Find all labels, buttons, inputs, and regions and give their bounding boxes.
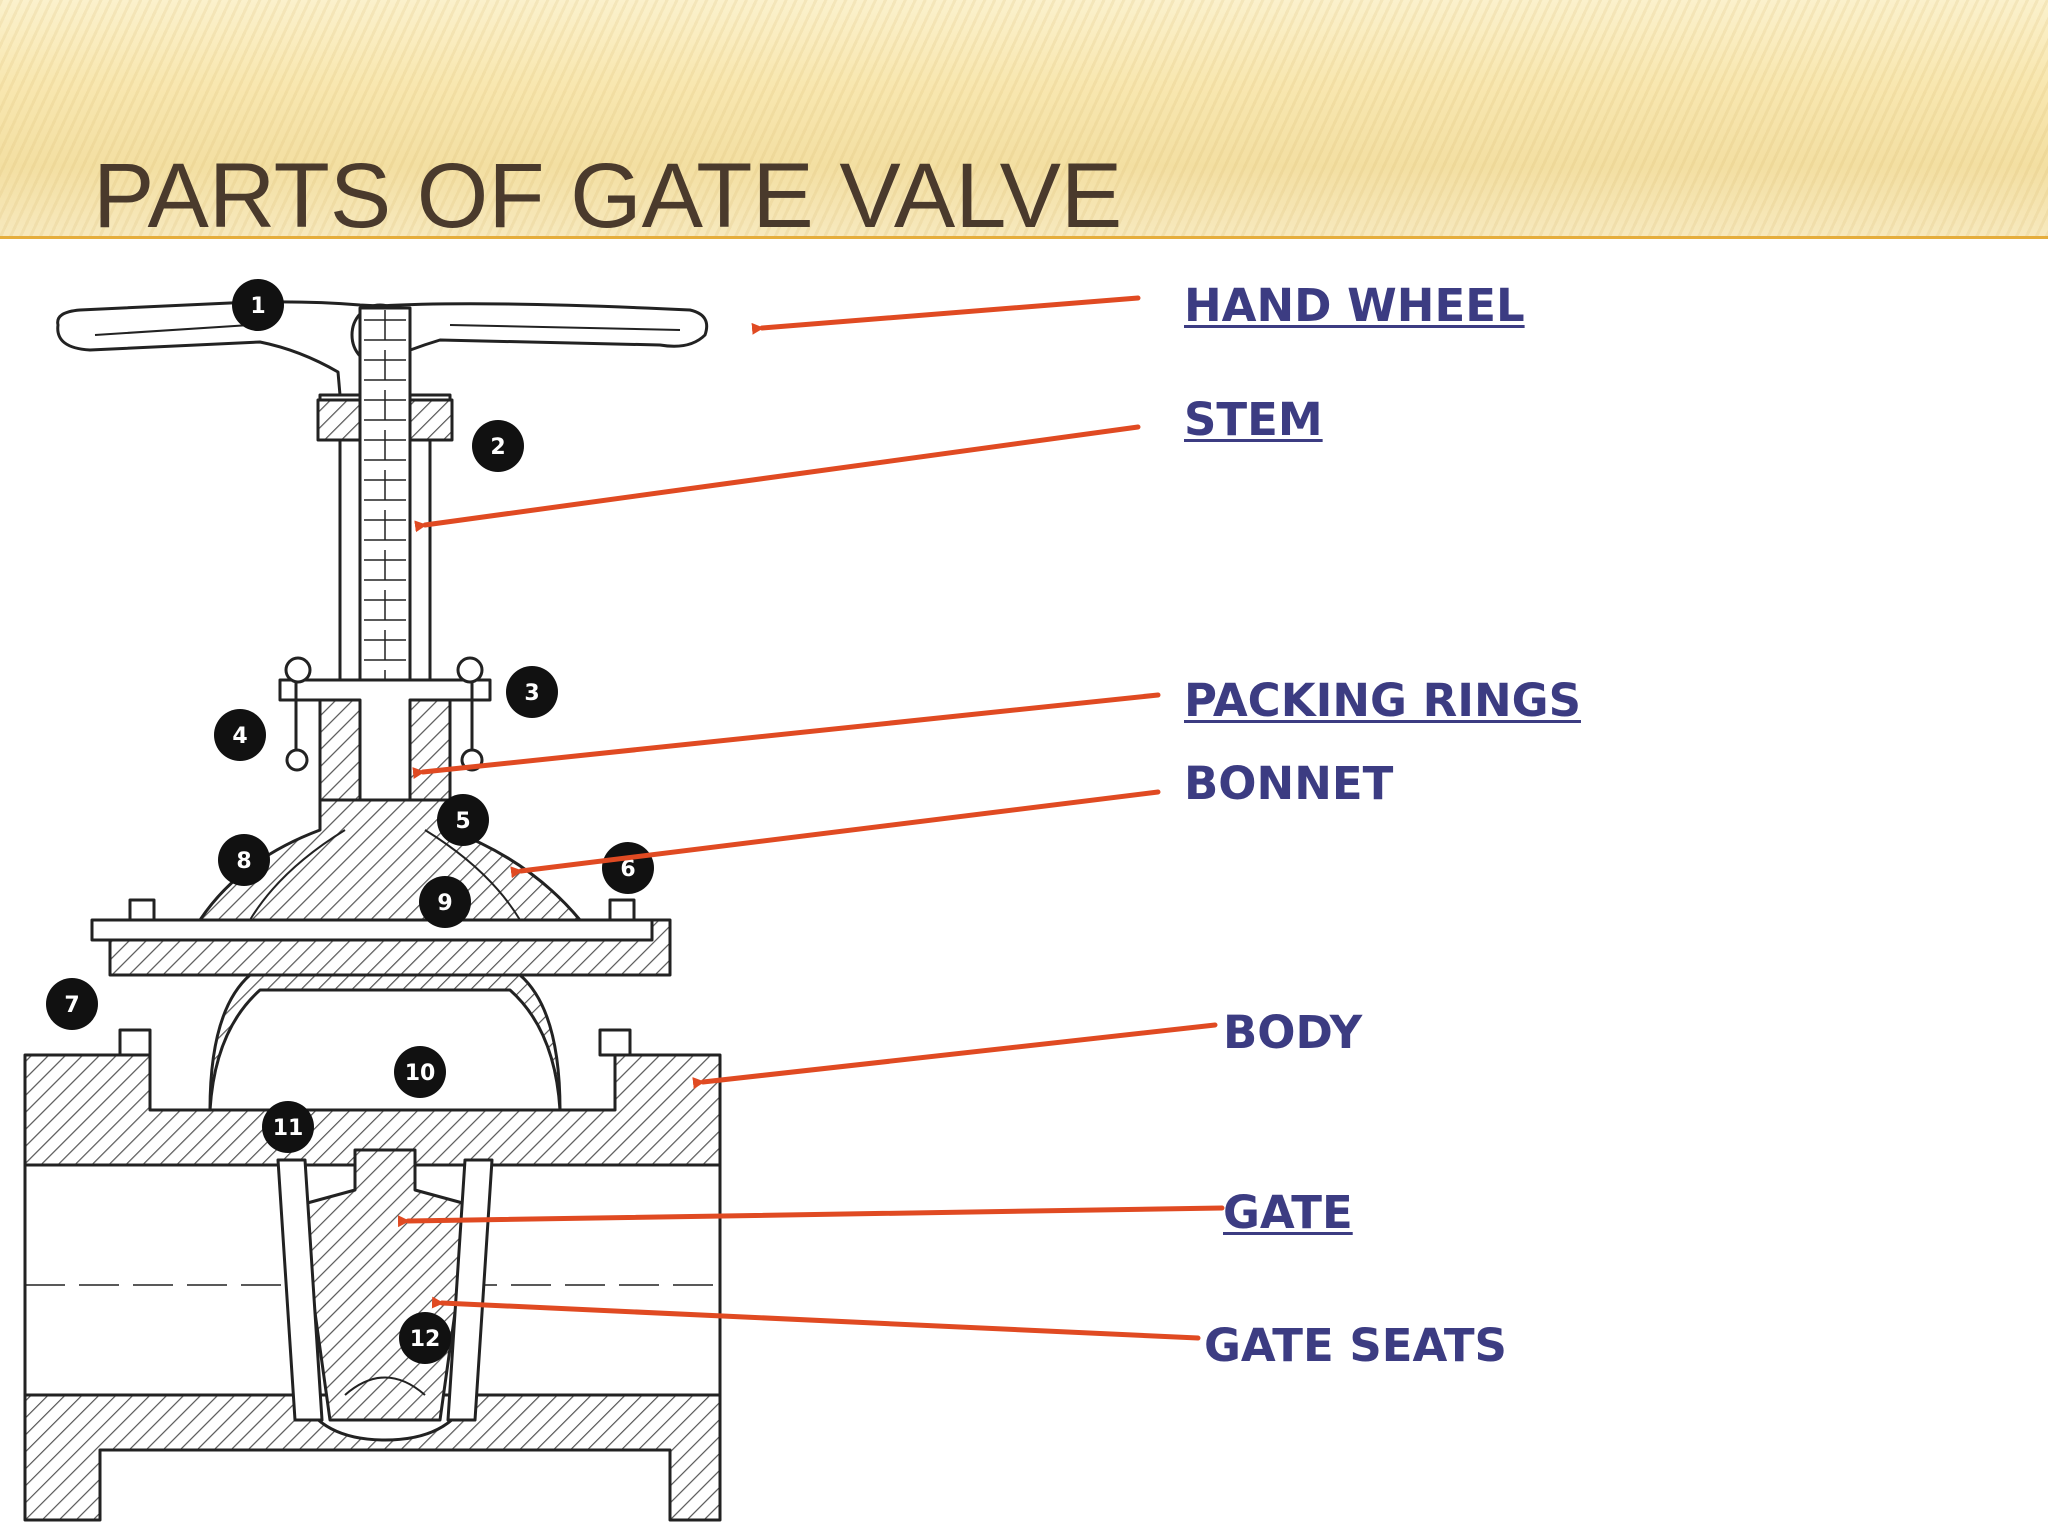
svg-text:3: 3: [524, 681, 539, 706]
arrow-stem: [414, 424, 1141, 533]
slide-title: PARTS OF GATE VALVE: [93, 145, 1123, 247]
svg-text:4: 4: [232, 724, 247, 749]
label-stem: STEM: [1184, 393, 1323, 446]
valve-drawing: [23, 300, 722, 1522]
callout-3: 3: [506, 666, 558, 718]
slide-header: [0, 0, 2048, 238]
svg-text:8: 8: [236, 849, 251, 874]
arrow-hand-wheel: [751, 295, 1141, 335]
label-body: BODY: [1223, 1006, 1363, 1059]
svg-text:11: 11: [273, 1116, 304, 1141]
arrow-gate-seats: [431, 1296, 1201, 1341]
gate-seat-left: [276, 1158, 324, 1422]
arrow-gate: [397, 1205, 1225, 1228]
arrow-packing-rings: [412, 692, 1161, 780]
arrow-bonnet: [510, 789, 1161, 879]
gate-valve-diagram: 1 2 3 4 5 6 7 8 9 10 11 12: [23, 279, 1225, 1522]
svg-text:10: 10: [405, 1061, 436, 1086]
label-gate: GATE: [1223, 1186, 1353, 1239]
svg-text:7: 7: [64, 993, 79, 1018]
callout-12: 12: [399, 1312, 451, 1364]
label-gate-seats: GATE SEATS: [1204, 1319, 1507, 1372]
label-packing-rings: PACKING RINGS: [1184, 674, 1581, 727]
svg-text:12: 12: [410, 1327, 441, 1352]
bonnet-shape: [108, 798, 672, 977]
callout-4: 4: [214, 709, 266, 761]
svg-text:1: 1: [250, 294, 265, 319]
callout-10: 10: [394, 1046, 446, 1098]
callout-8: 8: [218, 834, 270, 886]
callout-2: 2: [472, 420, 524, 472]
callout-5: 5: [437, 794, 489, 846]
svg-text:6: 6: [620, 857, 635, 882]
svg-text:5: 5: [455, 809, 470, 834]
label-hand-wheel: HAND WHEEL: [1184, 279, 1525, 332]
callout-7: 7: [46, 978, 98, 1030]
label-bonnet: BONNET: [1184, 757, 1394, 810]
leader-arrows: [397, 295, 1225, 1341]
callout-9: 9: [419, 876, 471, 928]
gland-shape: [278, 678, 492, 802]
header-rule: [0, 236, 2048, 239]
callout-markers: 1 2 3 4 5 6 7 8 9 10 11 12: [46, 279, 654, 1364]
callout-11: 11: [262, 1101, 314, 1153]
svg-text:9: 9: [437, 891, 452, 916]
svg-text:2: 2: [490, 435, 505, 460]
callout-1: 1: [232, 279, 284, 331]
callout-6: 6: [602, 842, 654, 894]
arrow-body: [692, 1022, 1218, 1090]
gate-seat-right: [446, 1158, 494, 1422]
